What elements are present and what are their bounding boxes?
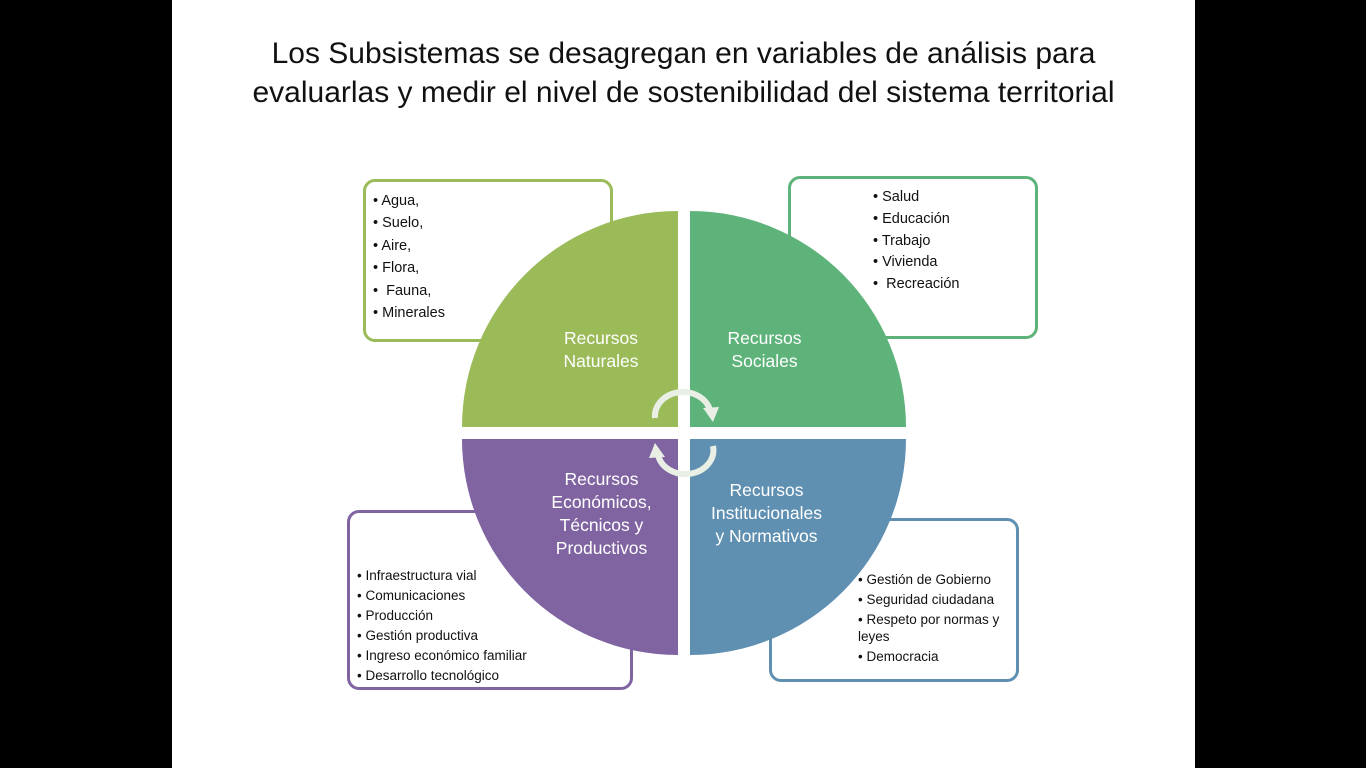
recursos-sociales-list: Salud Educación Trabajo Vivienda Recreac… [873, 187, 960, 296]
slide: Los Subsistemas se desagregan en variabl… [172, 0, 1195, 768]
list-item: Aire, [373, 235, 445, 257]
cycle-arrows-icon [651, 389, 717, 478]
recursos-economicos-list: Infraestructura vial Comunicaciones Prod… [357, 566, 527, 686]
list-item: Democracia [858, 648, 1014, 665]
list-item: Suelo, [373, 212, 445, 234]
label-line: Sociales [731, 351, 798, 371]
recursos-institucionales-list: Gestión de Gobierno Seguridad ciudadana … [858, 571, 1014, 668]
list-item: Recreación [873, 274, 959, 296]
recursos-naturales-box: Agua, Suelo, Aire, Flora, Fauna, Mineral… [363, 179, 613, 342]
list-item: Educación [873, 209, 959, 231]
recursos-naturales-list: Agua, Suelo, Aire, Flora, Fauna, Mineral… [373, 190, 445, 324]
list-item: Gestión productiva [357, 626, 527, 646]
list-item: Respeto por normas y leyes [858, 611, 1014, 645]
list-item: Gestión de Gobierno [858, 571, 1014, 588]
list-item: Infraestructura vial [357, 566, 527, 586]
list-item: Producción [357, 606, 527, 626]
list-item: Vivienda [873, 252, 959, 274]
list-item: Agua, [373, 190, 445, 212]
label-line: Recursos [564, 469, 639, 489]
recursos-economicos-box: Infraestructura vial Comunicaciones Prod… [347, 510, 633, 690]
cycle-arrowheads-icon [649, 407, 719, 458]
label-line: Recursos [729, 480, 804, 500]
list-item: Fauna, [373, 280, 445, 302]
recursos-institucionales-box: Gestión de Gobierno Seguridad ciudadana … [769, 518, 1019, 682]
list-item: Seguridad ciudadana [858, 591, 1014, 608]
list-item: Trabajo [873, 231, 959, 253]
recursos-sociales-box: Salud Educación Trabajo Vivienda Recreac… [788, 176, 1038, 339]
list-item: Desarrollo tecnológico [357, 666, 527, 686]
list-item: Flora, [373, 257, 445, 279]
label-line: Naturales [563, 351, 639, 371]
list-item: Minerales [373, 302, 445, 324]
slide-title: Los Subsistemas se desagregan en variabl… [252, 37, 1115, 109]
list-item: Salud [873, 187, 959, 209]
subsystems-wheel: Recursos Naturales Recursos Sociales Rec… [172, 0, 1195, 768]
list-item: Ingreso económico familiar [357, 646, 526, 666]
list-item: Comunicaciones [357, 586, 527, 606]
